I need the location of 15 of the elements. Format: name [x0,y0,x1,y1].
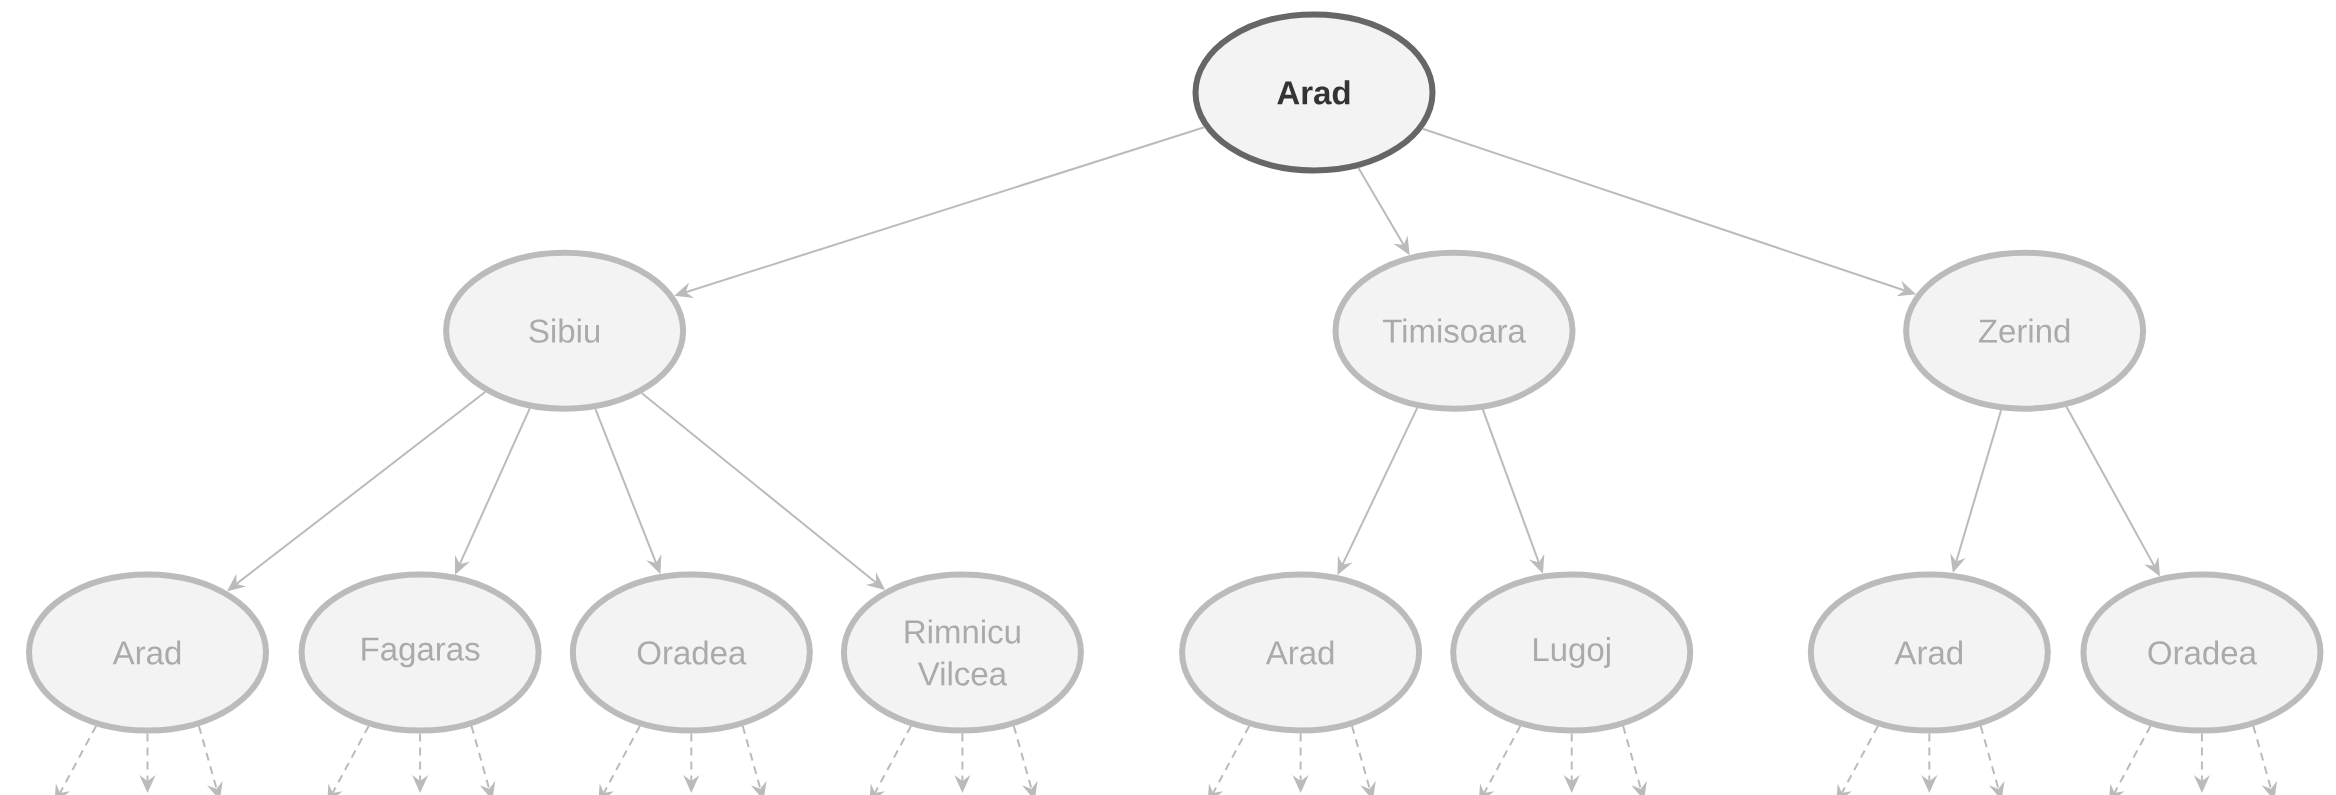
dashed-arrow [1622,724,1647,795]
dashed-arrow [1478,724,1522,795]
dashed-arrow [598,724,641,795]
dashed-arrow [197,724,223,795]
dashed-arrow [1207,724,1251,795]
dashed-arrow [327,724,370,795]
dashed-arrow [2252,724,2278,795]
dashed-arrow [1012,724,1038,795]
dashed-arrow [869,724,912,795]
dashed-arrow [741,724,767,795]
dashed-arrow [1979,724,2005,795]
dashed-arrow [1836,724,1879,795]
dashed-arrow [54,724,98,795]
dashed-arrow [470,724,496,795]
dashed-arrow [1351,724,1376,795]
